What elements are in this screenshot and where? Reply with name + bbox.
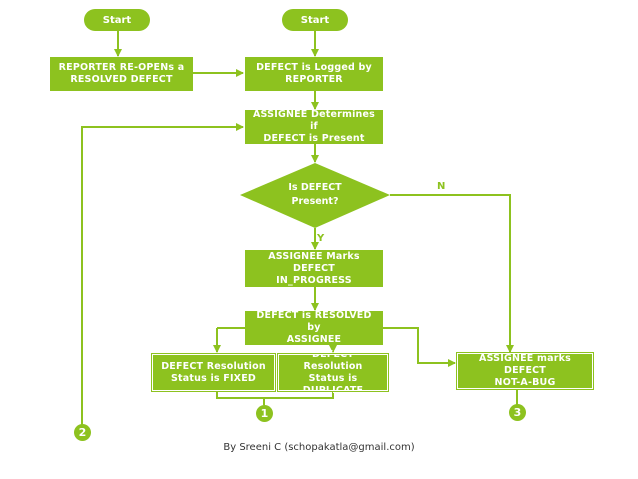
connector-2-label: 2 (78, 426, 87, 439)
connector-1-label: 1 (260, 407, 269, 420)
marks-in-progress-box: ASSIGNEE Marks DEFECT IN_PROGRESS (245, 250, 383, 287)
connector-3: 3 (509, 404, 526, 421)
marks-in-progress-label: ASSIGNEE Marks DEFECT IN_PROGRESS (268, 250, 360, 286)
edge-label-yes: Y (317, 233, 325, 244)
start-right-label: Start (300, 14, 330, 26)
author-credit: By Sreeni C (schopakatla@gmail.com) (223, 442, 415, 453)
assignee-determines-label: ASSIGNEE Determines if DEFECT is Present (253, 109, 375, 144)
defect-logged-box: DEFECT is Logged by REPORTER (245, 57, 383, 91)
arrow-diamond-no (390, 194, 514, 353)
reporter-reopens-box: REPORTER RE-OPENs a RESOLVED DEFECT (50, 57, 193, 91)
start-left: Start (84, 9, 150, 31)
connector-1: 1 (256, 405, 273, 422)
edge-label-no: N (437, 181, 446, 192)
resolved-by-assignee-box: DEFECT is RESOLVED by ASSIGNEE (245, 310, 383, 345)
status-fixed-label: DEFECT Resolution Status is FIXED (161, 360, 266, 384)
not-a-bug-label: ASSIGNEE marks DEFECT NOT-A-BUG (479, 353, 571, 388)
connector-2: 2 (74, 424, 91, 441)
reporter-reopens-label: REPORTER RE-OPENs a RESOLVED DEFECT (58, 62, 185, 85)
not-a-bug-box: ASSIGNEE marks DEFECT NOT-A-BUG (456, 352, 594, 390)
defect-logged-label: DEFECT is Logged by REPORTER (256, 62, 372, 85)
status-fixed-box: DEFECT Resolution Status is FIXED (151, 353, 276, 392)
start-right: Start (282, 9, 348, 31)
line-duplicate-to-connector-1 (264, 391, 334, 399)
resolved-by-assignee-label: DEFECT is RESOLVED by ASSIGNEE (256, 310, 372, 345)
status-duplicate-label: DEFECT Resolution Status is DUPLICATE (302, 348, 364, 396)
connector-3-label: 3 (513, 406, 522, 419)
assignee-determines-box: ASSIGNEE Determines if DEFECT is Present (245, 109, 383, 144)
start-left-label: Start (102, 14, 132, 26)
line-fixed-to-connector-1 (216, 391, 265, 405)
decision-diamond (240, 163, 390, 228)
arrow-connector-2-to-determines (81, 123, 244, 425)
is-defect-present-label: Is DEFECT Present? (288, 182, 342, 207)
status-duplicate-box: DEFECT Resolution Status is DUPLICATE (277, 349, 389, 396)
arrow-resolved-to-notabug (383, 327, 456, 367)
